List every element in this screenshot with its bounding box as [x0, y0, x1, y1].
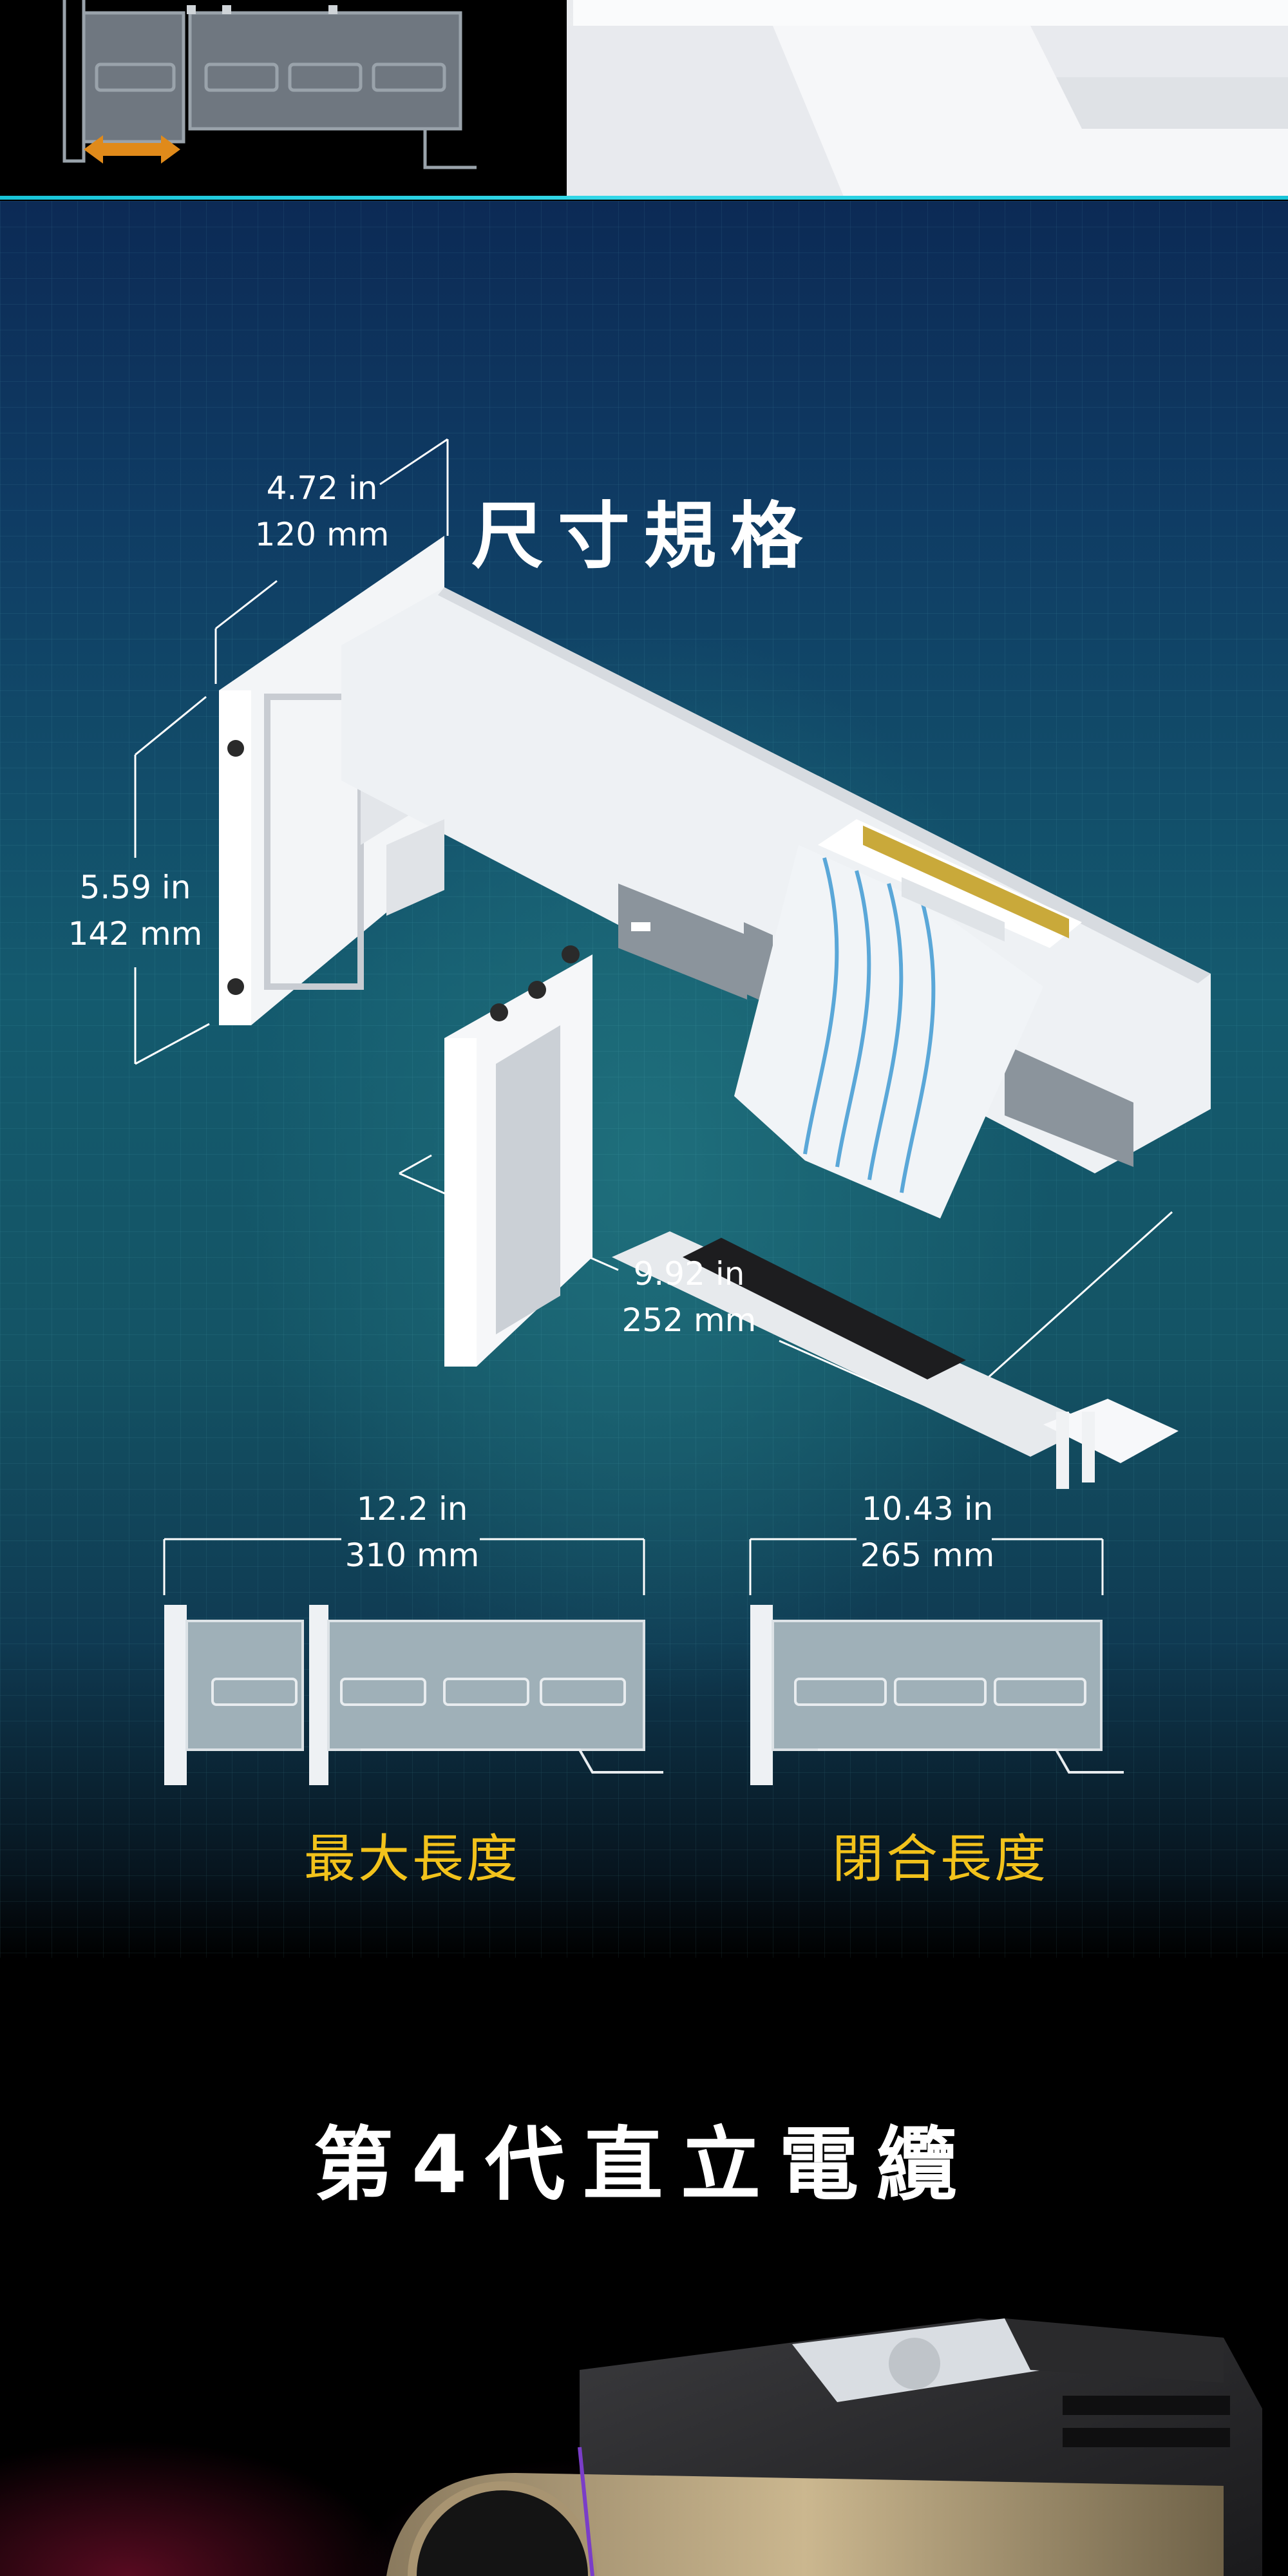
- gen4-title: 第4代直立電纜: [313, 2119, 975, 2211]
- depth-mm: 252 mm: [621, 1302, 757, 1339]
- closed-length-dimension-label: 10.43 in 265 mm: [844, 1486, 1011, 1578]
- max-length-dimension-label: 12.2 in 310 mm: [335, 1486, 489, 1578]
- riser-bracket-illustration: [134, 438, 1211, 1785]
- max-in: 12.2 in: [356, 1490, 468, 1528]
- max-length-side-view: [164, 1605, 663, 1785]
- depth-dimension-label: 9.92 in 252 mm: [605, 1251, 773, 1343]
- gen4-section: 第4代直立電纜: [0, 1958, 1288, 2576]
- adjust-arrow-icon: [84, 135, 180, 164]
- depth-in: 9.92 in: [633, 1255, 745, 1293]
- max-length-caption: 最大長度: [304, 1829, 520, 1889]
- closed-mm: 265 mm: [860, 1537, 995, 1574]
- section-divider: [0, 196, 1288, 200]
- closed-length-caption: 閉合長度: [832, 1829, 1048, 1889]
- width-dimension-label: 4.72 in 120 mm: [245, 465, 399, 558]
- graphics-card-photo: [386, 2318, 1262, 2576]
- spec-title: 尺寸規格: [471, 495, 817, 578]
- max-mm: 310 mm: [345, 1537, 480, 1574]
- width-in: 4.72 in: [266, 469, 378, 507]
- height-mm: 142 mm: [68, 915, 203, 952]
- spec-section: 尺寸規格 4.72 in 120 mm 5.59 in 142 mm 9.92 …: [0, 201, 1288, 1958]
- bracket-side-view-illustration: [62, 0, 477, 169]
- closed-length-side-view: [750, 1605, 1124, 1785]
- height-in: 5.59 in: [79, 869, 191, 906]
- height-dimension-label: 5.59 in 142 mm: [52, 864, 219, 957]
- closed-in: 10.43 in: [861, 1490, 994, 1528]
- bracket-closeup-photo: [528, 0, 1288, 196]
- width-mm: 120 mm: [254, 516, 390, 553]
- top-banner: [0, 0, 1288, 200]
